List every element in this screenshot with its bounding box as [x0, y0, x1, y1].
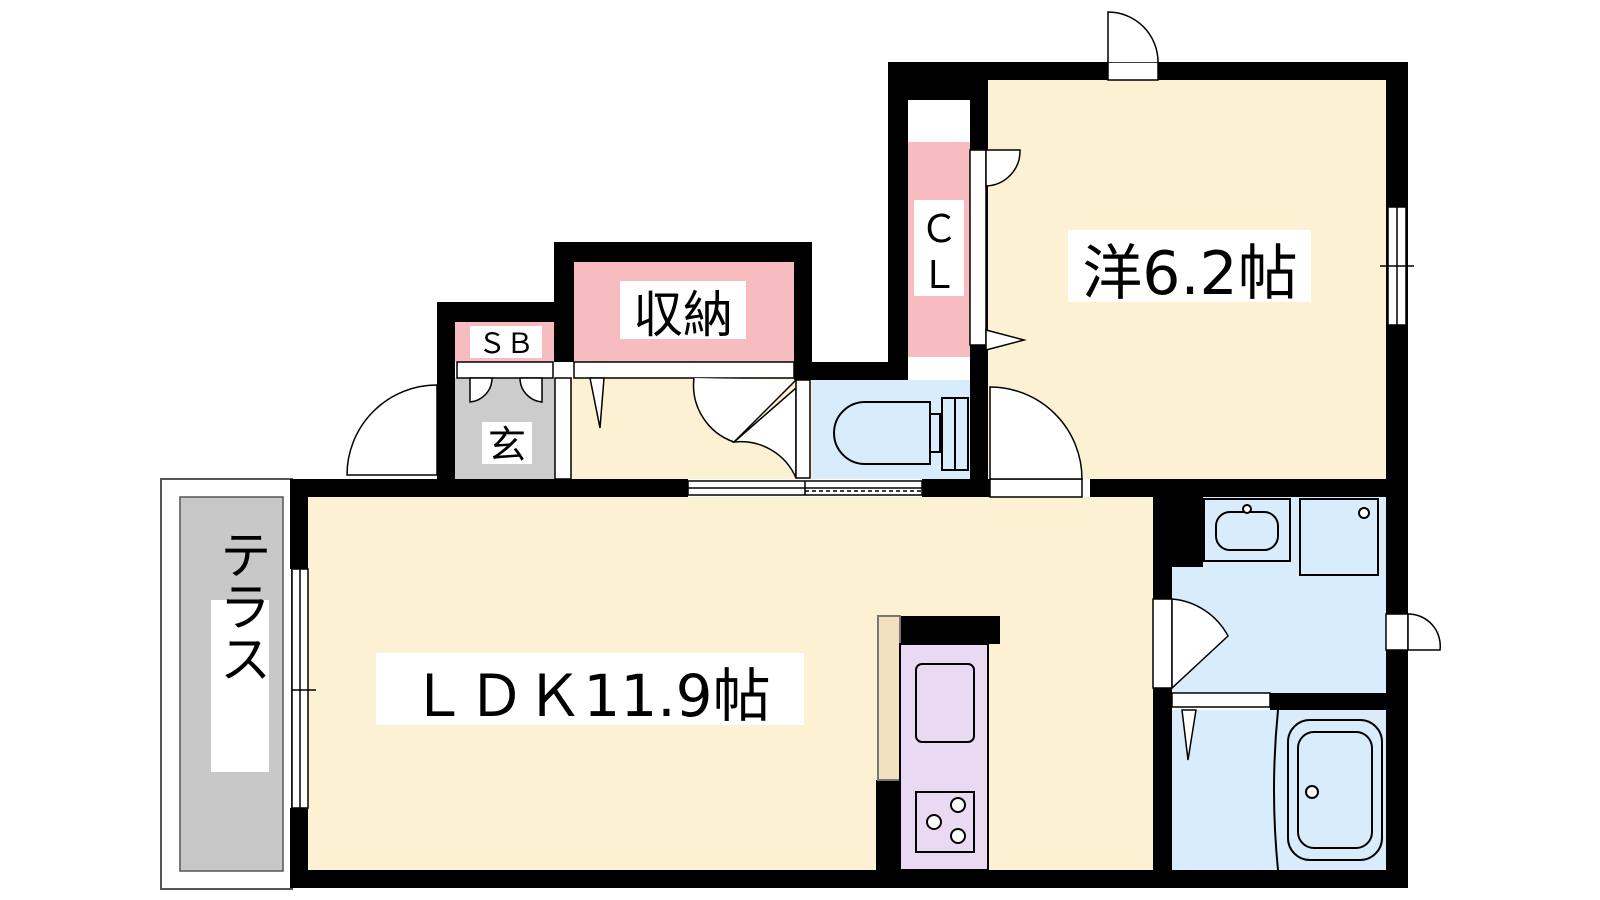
storage-label: 収納 — [633, 286, 733, 344]
terrace-label: テラス — [210, 528, 270, 684]
doors — [346, 11, 1441, 761]
shoe-box-label: ＳＢ — [478, 327, 534, 360]
bathtub-icon — [1273, 709, 1383, 871]
washing-machine-icon — [1299, 498, 1379, 576]
stove-icon — [915, 791, 975, 853]
washbasin-icon — [1203, 498, 1291, 562]
closet-label-top: Ｃ — [920, 207, 958, 251]
closet-label-bottom: Ｌ — [920, 253, 958, 297]
western-room-label: 洋6.2帖 — [1082, 239, 1297, 309]
toilet-icon — [833, 397, 969, 471]
ldk-label: ＬＤＫ11.9帖 — [409, 662, 770, 730]
kitchen-icon — [877, 615, 989, 871]
kitchen-sink-icon — [915, 663, 975, 743]
windows — [291, 206, 1414, 809]
entrance-label: 玄 — [488, 423, 526, 467]
